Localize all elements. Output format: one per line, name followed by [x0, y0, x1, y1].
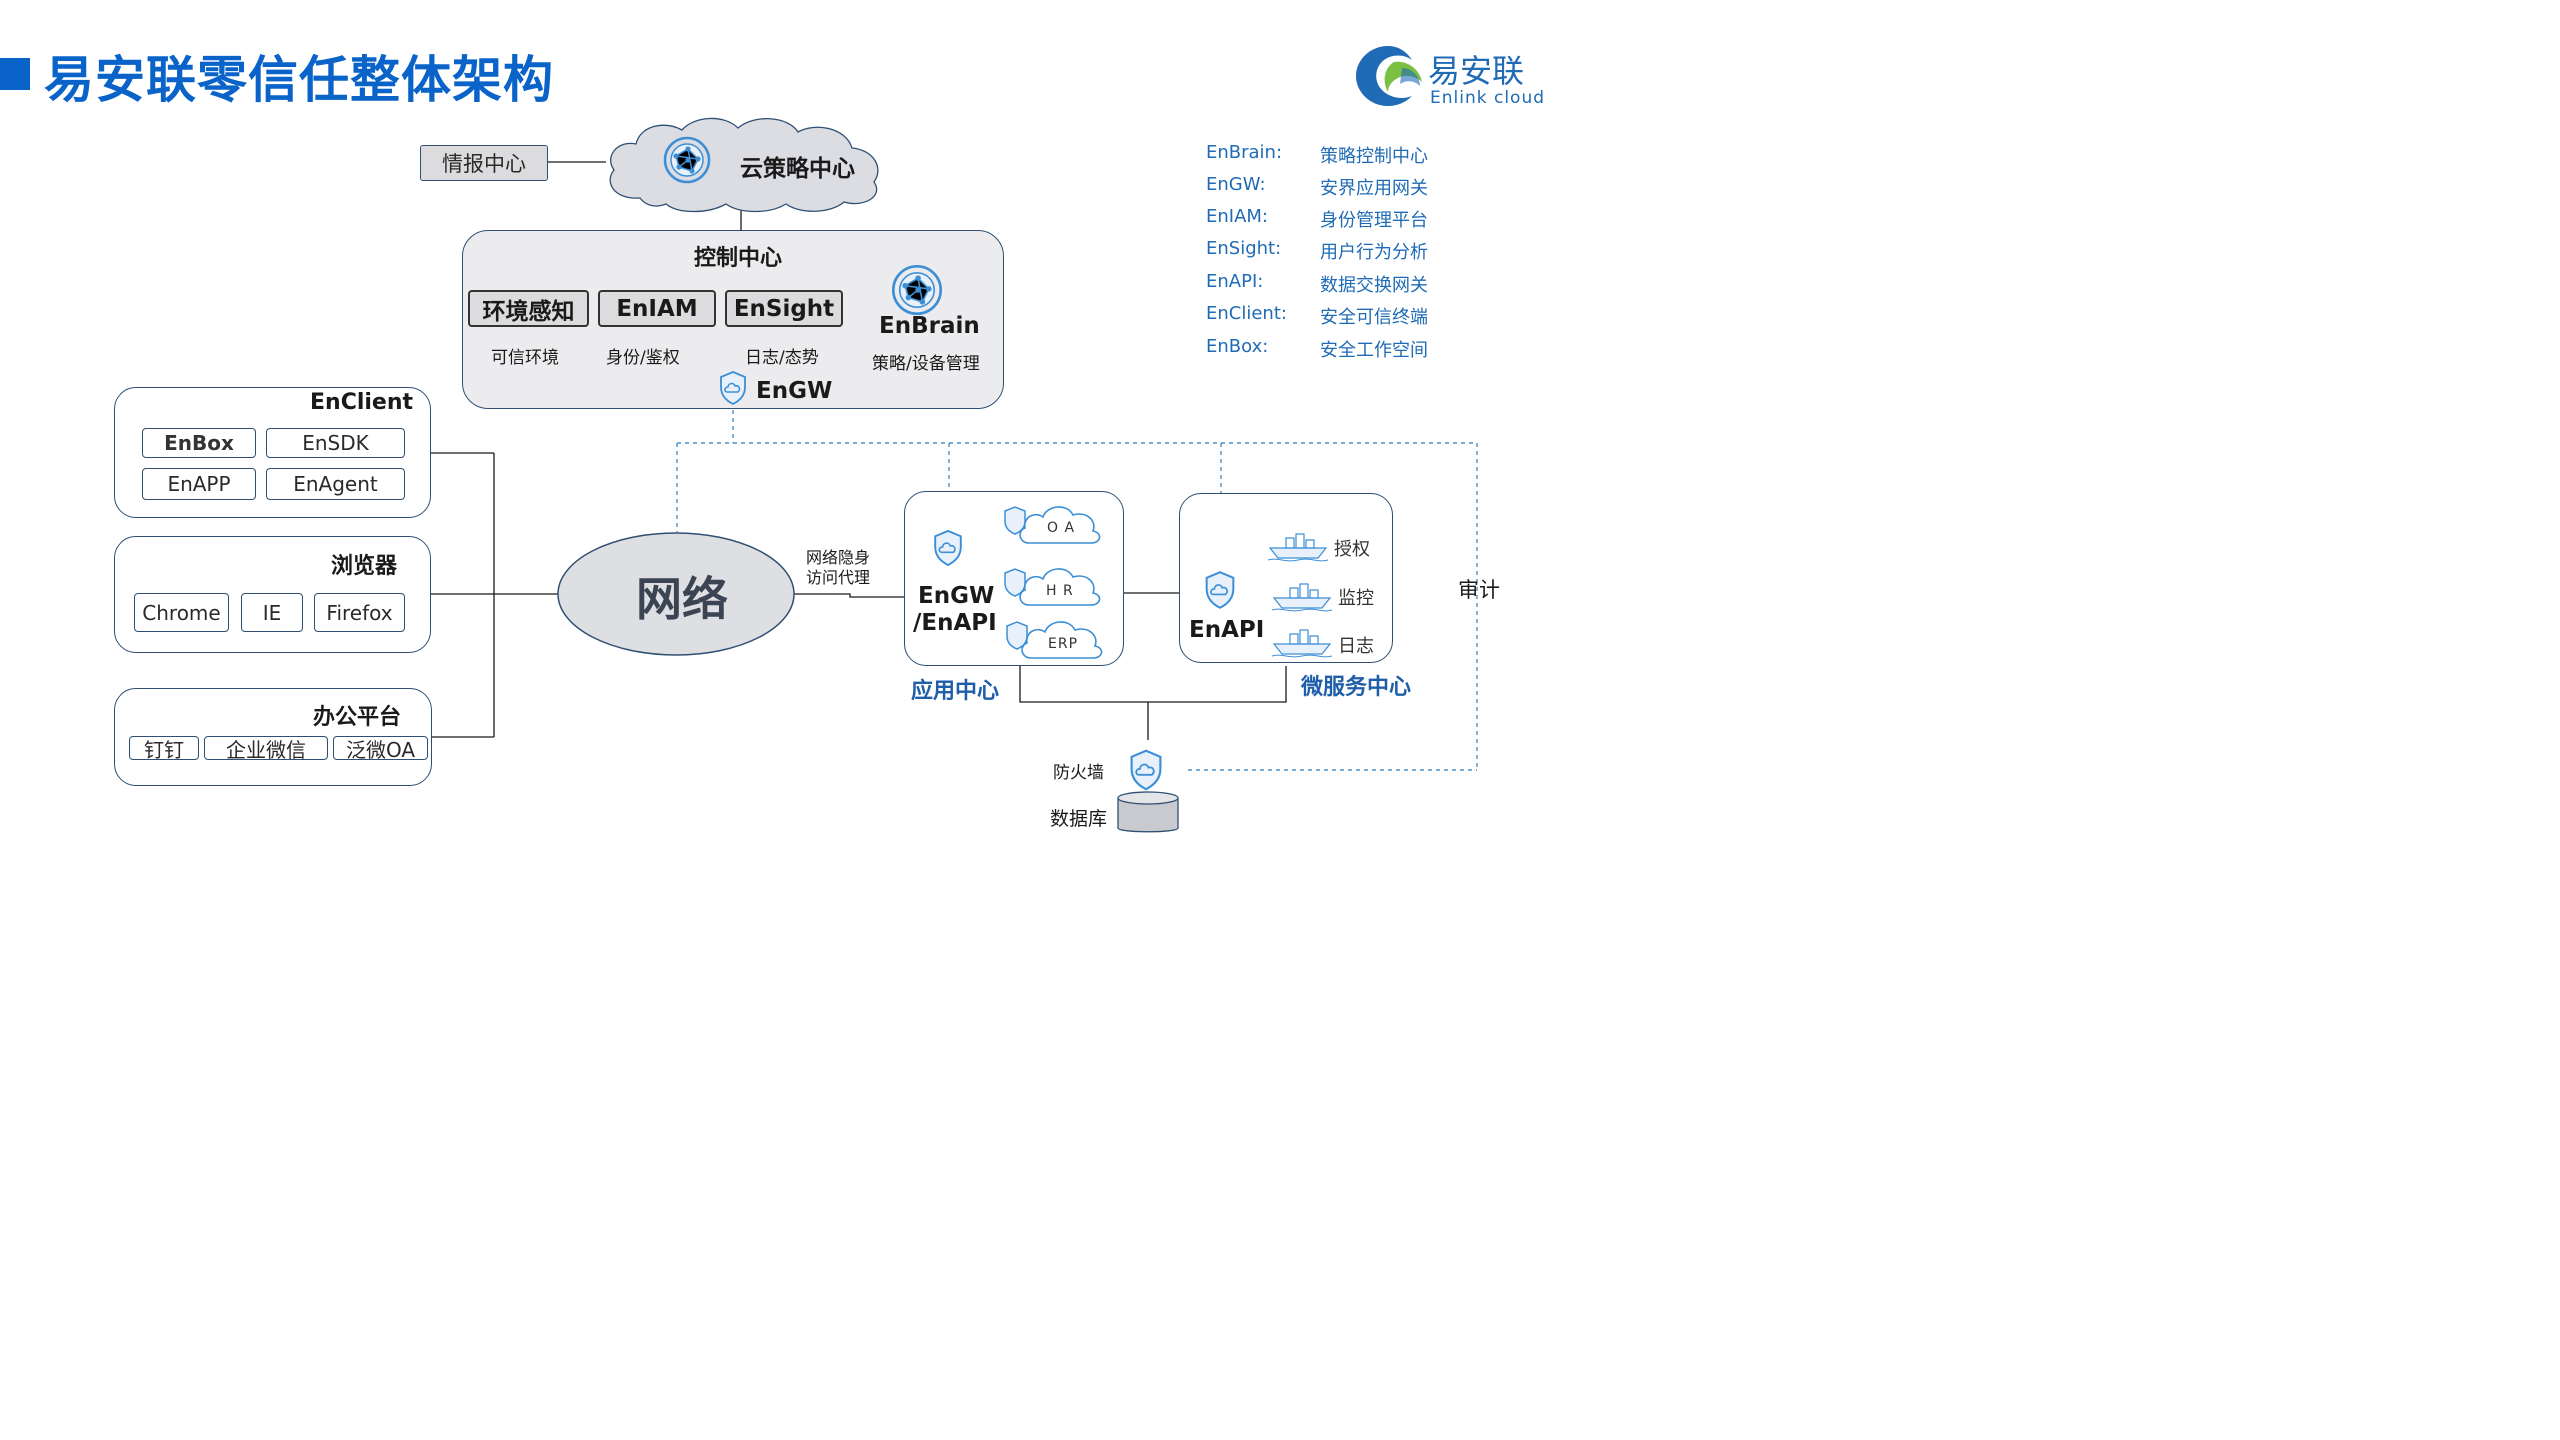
logo-name-en: Enlink cloud — [1430, 88, 1546, 108]
app-gw-label-1: EnGW — [918, 583, 995, 609]
micro-enapi-label: EnAPI — [1189, 617, 1265, 643]
office-item-wecom: 企业微信 — [204, 736, 328, 762]
office-title: 办公平台 — [313, 705, 402, 730]
module-env-sense-sub: 可信环境 — [491, 348, 559, 368]
audit-label: 审计 — [1458, 578, 1500, 602]
browser-title: 浏览器 — [331, 554, 398, 579]
legend-value: 安全可信终端 — [1320, 307, 1428, 328]
legend-value: 策略控制中心 — [1320, 146, 1428, 167]
network-ellipse — [557, 532, 795, 656]
service-ship-icon — [1267, 533, 1329, 562]
office-item-dingtalk: 钉钉 — [129, 736, 199, 762]
database-label: 数据库 — [1050, 808, 1108, 830]
network-label: 网络 — [636, 572, 728, 626]
enclient-item-enapp: EnAPP — [142, 468, 256, 500]
app-cloud-icon — [1004, 506, 1101, 544]
logo-name-cn: 易安联 — [1428, 52, 1525, 90]
control-engw-label: EnGW — [756, 378, 833, 404]
page-title: 易安联零信任整体架构 — [44, 51, 554, 109]
service-ship-icon — [1271, 583, 1333, 612]
legend-value: 身份管理平台 — [1320, 210, 1428, 231]
browser-item-chrome: Chrome — [134, 593, 229, 632]
app-erp-label: ERP — [1048, 636, 1079, 652]
legend-key: EnGW: — [1206, 174, 1266, 195]
browser-item-firefox: Firefox — [314, 593, 405, 632]
micro-service-log: 日志 — [1338, 636, 1374, 657]
control-center-title: 控制中心 — [694, 246, 783, 271]
network-globe-icon — [891, 264, 943, 316]
legend-key: EnAPI: — [1206, 271, 1264, 292]
app-cloud-icon — [1006, 621, 1103, 659]
cloud-policy-center-shape — [609, 117, 879, 213]
legend-key: EnIAM: — [1206, 206, 1268, 227]
app-gw-label-2: /EnAPI — [913, 610, 997, 636]
legend-key: EnSight: — [1206, 238, 1282, 259]
micro-service-auth: 授权 — [1334, 539, 1370, 560]
module-ensight: EnSight — [725, 290, 843, 327]
service-ship-icon — [1271, 629, 1333, 658]
architecture-diagram: 易安联零信任整体架构 易安联 Enlink cloud EnBrain: 策略控… — [0, 0, 1560, 880]
app-hr-label: H R — [1046, 583, 1074, 599]
micro-service-monitor: 监控 — [1338, 588, 1374, 609]
legend-key: EnClient: — [1206, 303, 1287, 324]
connector-app-db — [1019, 666, 1287, 703]
legend-value: 安全工作空间 — [1320, 340, 1428, 361]
app-oa-label: O A — [1047, 520, 1076, 536]
intel-center-box: 情报中心 — [420, 145, 548, 181]
enbrain-label: EnBrain — [879, 313, 980, 339]
legend-key: EnBrain: — [1206, 142, 1283, 163]
firewall-label: 防火墙 — [1053, 763, 1104, 783]
network-proxy-line2: 访问代理 — [806, 568, 871, 587]
cloud-policy-center-label: 云策略中心 — [740, 156, 855, 182]
enclient-item-enagent: EnAgent — [266, 468, 405, 500]
enclient-title: EnClient — [310, 390, 414, 415]
connector-network-app — [794, 593, 904, 598]
shield-cloud-icon — [1205, 571, 1235, 609]
module-env-sense: 环境感知 — [468, 290, 589, 327]
shield-cloud-icon — [720, 371, 746, 406]
enbrain-sub: 策略/设备管理 — [872, 354, 980, 374]
app-center-caption: 应用中心 — [911, 679, 1000, 704]
office-item-weaver-oa: 泛微OA — [333, 736, 428, 762]
enclient-item-enbox: EnBox — [142, 428, 256, 458]
browser-item-ie: IE — [241, 593, 303, 632]
shield-cloud-icon — [1130, 749, 1162, 791]
app-cloud-icon — [1004, 568, 1101, 606]
title-marker — [0, 58, 30, 90]
database-icon — [1117, 791, 1179, 833]
module-eniam: EnIAM — [598, 290, 716, 327]
network-proxy-line1: 网络隐身 — [806, 548, 871, 567]
micro-center-caption: 微服务中心 — [1301, 675, 1412, 700]
shield-cloud-icon — [934, 529, 962, 567]
legend-value: 安界应用网关 — [1320, 178, 1428, 199]
network-globe-icon — [663, 136, 711, 184]
module-ensight-sub: 日志/态势 — [745, 348, 819, 368]
module-eniam-sub: 身份/鉴权 — [606, 348, 680, 368]
enclient-item-ensdk: EnSDK — [266, 428, 405, 458]
legend-key: EnBox: — [1206, 336, 1269, 357]
legend-value: 数据交换网关 — [1320, 275, 1428, 296]
logo-mark-icon — [1356, 46, 1422, 106]
legend-value: 用户行为分析 — [1320, 242, 1428, 263]
